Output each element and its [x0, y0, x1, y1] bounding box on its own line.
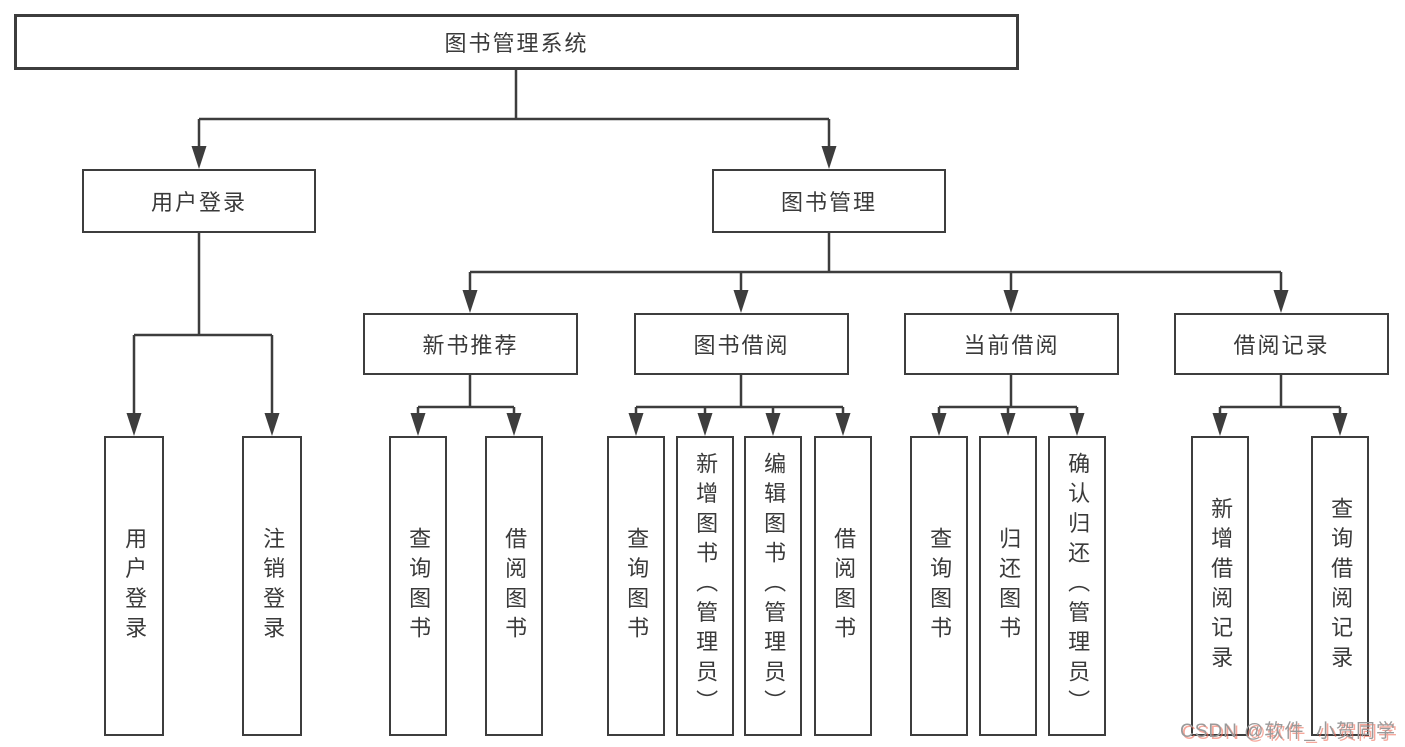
node-label: 查询借阅记录: [1328, 496, 1354, 676]
leaf-confirm-return-admin: 确认归还（管理员）: [1048, 436, 1106, 736]
edge-book-borrow-to-leaves: [634, 375, 845, 417]
node-current-borrowing: 当前借阅: [904, 313, 1119, 375]
node-label: 图书管理系统: [444, 31, 589, 56]
node-label: 新增借阅记录: [1208, 496, 1234, 676]
leaf-query-borrow-record: 查询借阅记录: [1311, 436, 1369, 736]
node-label: 确认归还（管理员）: [1065, 452, 1091, 720]
node-label: 注销登录: [260, 526, 286, 646]
leaf-return-books: 归还图书: [979, 436, 1037, 736]
node-label: 新书推荐: [422, 333, 519, 358]
edge-current-borrow-to-leaves: [937, 375, 1079, 417]
node-user-login: 用户登录: [82, 169, 316, 233]
edge-book-mgmt-to-level3: [468, 233, 1283, 294]
node-label: 查询图书: [624, 526, 650, 646]
edge-borrow-records-to-leaves: [1218, 375, 1342, 417]
leaf-borrow-query-books: 查询图书: [607, 436, 665, 736]
node-book-management: 图书管理: [712, 169, 946, 233]
leaf-add-books-admin: 新增图书（管理员）: [676, 436, 734, 736]
node-label: 用户登录: [122, 526, 148, 646]
node-label: 图书借阅: [693, 333, 790, 358]
node-label: 新增图书（管理员）: [693, 452, 719, 720]
edge-root-to-level2: [197, 70, 831, 150]
node-library-management-system: 图书管理系统: [14, 14, 1019, 70]
leaf-user-login: 用户登录: [104, 436, 164, 736]
leaf-add-borrow-record: 新增借阅记录: [1191, 436, 1249, 736]
node-label: 借阅记录: [1233, 333, 1330, 358]
leaf-recommend-borrow-books: 借阅图书: [485, 436, 543, 736]
leaf-edit-books-admin: 编辑图书（管理员）: [744, 436, 802, 736]
node-book-borrowing: 图书借阅: [634, 313, 849, 375]
edge-new-rec-to-leaves: [416, 375, 516, 417]
edge-user-login-to-leaves: [132, 233, 274, 417]
node-label: 编辑图书（管理员）: [761, 452, 787, 720]
leaf-borrow-books: 借阅图书: [814, 436, 872, 736]
node-label: 借阅图书: [831, 526, 857, 646]
node-label: 当前借阅: [963, 333, 1060, 358]
node-label: 图书管理: [780, 190, 877, 215]
node-label: 借阅图书: [502, 526, 528, 646]
csdn-watermark: CSDN @软件_小贺同学: [1180, 721, 1396, 742]
leaf-logout: 注销登录: [242, 436, 302, 736]
node-label: 查询图书: [406, 526, 432, 646]
leaf-recommend-query-books: 查询图书: [389, 436, 447, 736]
node-borrowing-records: 借阅记录: [1174, 313, 1389, 375]
node-new-book-recommendation: 新书推荐: [363, 313, 578, 375]
node-label: 查询图书: [927, 526, 953, 646]
leaf-current-query-books: 查询图书: [910, 436, 968, 736]
node-label: 用户登录: [150, 190, 247, 215]
node-label: 归还图书: [996, 526, 1022, 646]
arrowheads: [126, 146, 1348, 436]
